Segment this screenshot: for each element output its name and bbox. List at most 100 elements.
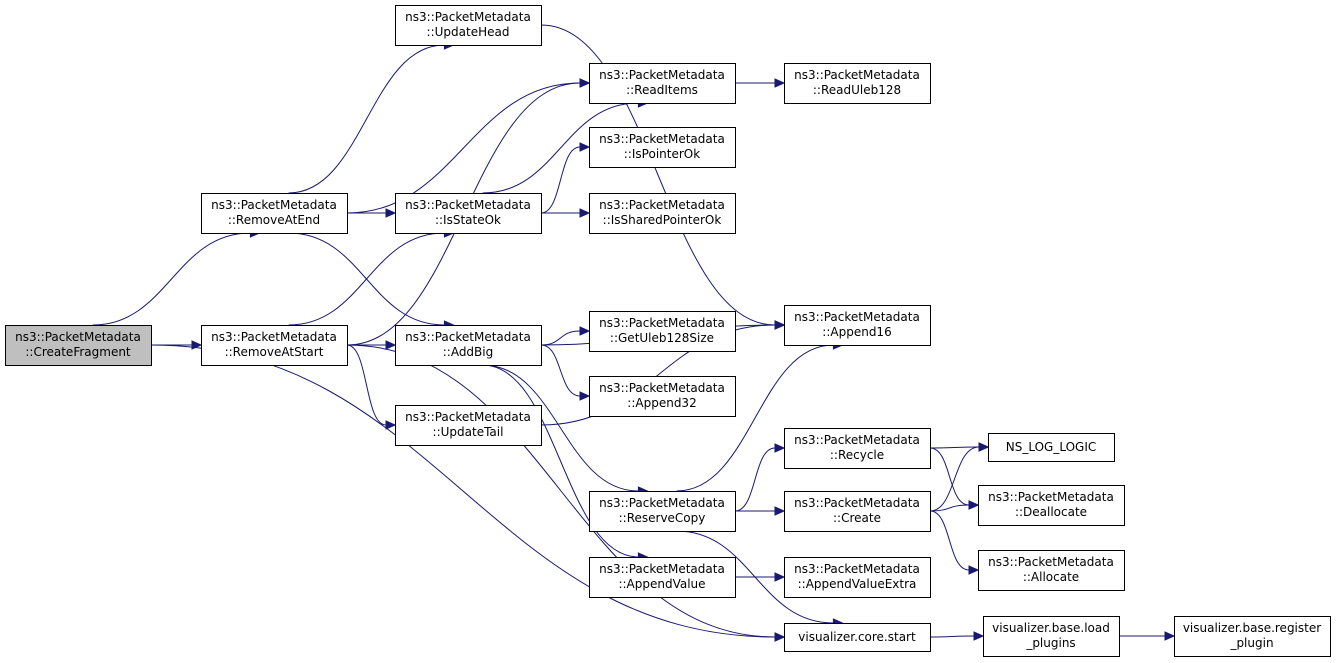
node-reservecopy[interactable]: ns3::PacketMetadata::ReserveCopy xyxy=(589,491,736,532)
node-append16[interactable]: ns3::PacketMetadata::Append16 xyxy=(784,305,931,346)
node-create[interactable]: ns3::PacketMetadata::Create xyxy=(784,491,931,532)
arrowhead-icon xyxy=(579,391,591,401)
node-label-line1: ns3::PacketMetadata xyxy=(794,310,920,324)
call-nodes: ns3::PacketMetadata::CreateFragmentns3::… xyxy=(5,5,1331,657)
node-label-line2: _plugin xyxy=(1229,636,1273,650)
edge-line xyxy=(929,510,970,571)
node-loadplugins[interactable]: visualizer.base.load_plugins xyxy=(983,616,1120,657)
node-label-line1: ns3::PacketMetadata xyxy=(211,330,337,344)
node-label-line2: ::IsStateOk xyxy=(435,213,501,227)
node-label-line1: ns3::PacketMetadata xyxy=(599,198,725,212)
edge-line xyxy=(346,344,387,426)
node-label-line2: ::RemoveAtStart xyxy=(225,345,324,359)
node-nsloglogic[interactable]: NS_LOG_LOGIC xyxy=(988,433,1115,462)
node-box xyxy=(978,550,1125,591)
node-label-line1: ns3::PacketMetadata xyxy=(599,562,725,576)
node-appendvalue[interactable]: ns3::PacketMetadata::AppendValue xyxy=(589,557,736,598)
node-label-line1: ns3::PacketMetadata xyxy=(794,496,920,510)
arrowhead-icon xyxy=(579,142,591,152)
edge-create-to-nsloglogic xyxy=(929,442,990,512)
edge-reservecopy-to-create xyxy=(735,506,786,516)
edge-line xyxy=(540,24,776,326)
node-label-line1: ns3::PacketMetadata xyxy=(599,316,725,330)
node-box xyxy=(784,623,931,652)
node-label-line2: ::RemoveAtEnd xyxy=(228,213,320,227)
edge-line xyxy=(482,364,639,492)
node-box xyxy=(784,557,931,598)
edge-removeatstart-to-isstateok xyxy=(288,228,455,326)
arrowhead-icon xyxy=(1164,631,1176,641)
node-isstateok[interactable]: ns3::PacketMetadata::IsStateOk xyxy=(395,193,542,234)
edge-create-to-allocate xyxy=(929,510,980,575)
node-box xyxy=(784,63,931,104)
node-updatehead[interactable]: ns3::PacketMetadata::UpdateHead xyxy=(395,5,542,46)
edge-line xyxy=(929,504,970,512)
node-append32[interactable]: ns3::PacketMetadata::Append32 xyxy=(589,376,736,417)
arrowhead-icon xyxy=(774,506,786,516)
arrowhead-icon xyxy=(968,500,980,510)
node-recycle[interactable]: ns3::PacketMetadata::Recycle xyxy=(784,428,931,469)
node-createfragment[interactable]: ns3::PacketMetadata::CreateFragment xyxy=(5,325,152,366)
node-issharedpointerok[interactable]: ns3::PacketMetadata::IsSharedPointerOk xyxy=(589,193,736,234)
node-ispointerok[interactable]: ns3::PacketMetadata::IsPointerOk xyxy=(589,127,736,168)
node-label-line1: ns3::PacketMetadata xyxy=(599,68,725,82)
node-label-line2: ::Create xyxy=(833,511,881,525)
node-box xyxy=(5,325,152,366)
node-box xyxy=(201,193,348,234)
node-registerplugin[interactable]: visualizer.base.register_plugin xyxy=(1174,616,1331,657)
node-label-line1: ns3::PacketMetadata xyxy=(794,562,920,576)
edge-line xyxy=(929,447,970,506)
node-box xyxy=(395,5,542,46)
node-removeatend[interactable]: ns3::PacketMetadata::RemoveAtEnd xyxy=(201,193,348,234)
node-label-line2: ::IsPointerOk xyxy=(624,147,700,161)
node-label-line1: visualizer.core.start xyxy=(798,630,916,644)
edge-readitems-to-readuleb128 xyxy=(735,78,786,88)
node-box xyxy=(395,193,542,234)
edge-create-to-deallocate xyxy=(929,500,980,512)
arrowhead-icon xyxy=(774,632,786,642)
node-box xyxy=(395,405,542,446)
arrowhead-icon xyxy=(385,420,397,430)
node-box xyxy=(589,376,736,417)
edge-recycle-to-deallocate xyxy=(929,447,980,510)
node-box xyxy=(1174,616,1331,657)
edge-isstateok-to-issharedpointerok xyxy=(541,208,591,218)
edge-line xyxy=(482,364,639,558)
node-getuleb128size[interactable]: ns3::PacketMetadata::GetUleb128Size xyxy=(589,311,736,352)
node-box xyxy=(589,127,736,168)
node-label-line2: ::GetUleb128Size xyxy=(610,331,714,345)
node-addbig[interactable]: ns3::PacketMetadata::AddBig xyxy=(395,325,542,366)
node-box xyxy=(395,325,542,366)
edge-addbig-to-append32 xyxy=(540,344,591,401)
edge-line xyxy=(929,446,980,512)
node-label-line2: ::Deallocate xyxy=(1015,505,1087,519)
node-removeatstart[interactable]: ns3::PacketMetadata::RemoveAtStart xyxy=(201,325,348,366)
node-updatetail[interactable]: ns3::PacketMetadata::UpdateTail xyxy=(395,405,542,446)
node-label-line2: ::UpdateHead xyxy=(427,25,510,39)
node-readitems[interactable]: ns3::PacketMetadata::ReadItems xyxy=(589,63,736,104)
arrowhead-icon xyxy=(579,208,591,218)
node-allocate[interactable]: ns3::PacketMetadata::Allocate xyxy=(978,550,1125,591)
node-label-line2: ::UpdateTail xyxy=(433,425,504,439)
edge-line xyxy=(92,232,251,326)
node-deallocate[interactable]: ns3::PacketMetadata::Deallocate xyxy=(978,485,1125,526)
node-label-line1: ns3::PacketMetadata xyxy=(405,10,531,24)
node-label-line2: ::CreateFragment xyxy=(25,345,131,359)
edge-isstateok-to-ispointerok xyxy=(540,142,591,214)
node-label-line1: ns3::PacketMetadata xyxy=(405,330,531,344)
node-appendvalueextra[interactable]: ns3::PacketMetadata::AppendValueExtra xyxy=(784,557,931,598)
node-label-line1: ns3::PacketMetadata xyxy=(794,433,920,447)
node-box xyxy=(784,428,931,469)
edge-appendvalue-to-appendvalueextra xyxy=(735,572,786,582)
edge-line xyxy=(482,102,639,194)
node-label-line1: ns3::PacketMetadata xyxy=(211,198,337,212)
node-corestart[interactable]: visualizer.core.start xyxy=(784,623,931,652)
node-readuleb128[interactable]: ns3::PacketMetadata::ReadUleb128 xyxy=(784,63,931,104)
node-box xyxy=(589,193,736,234)
edge-line xyxy=(540,146,581,214)
node-box xyxy=(589,491,736,532)
node-label-line1: NS_LOG_LOGIC xyxy=(1006,440,1097,454)
edge-line xyxy=(676,344,834,492)
edge-removeatstart-to-updatetail xyxy=(346,344,397,430)
arrowhead-icon xyxy=(973,631,985,641)
